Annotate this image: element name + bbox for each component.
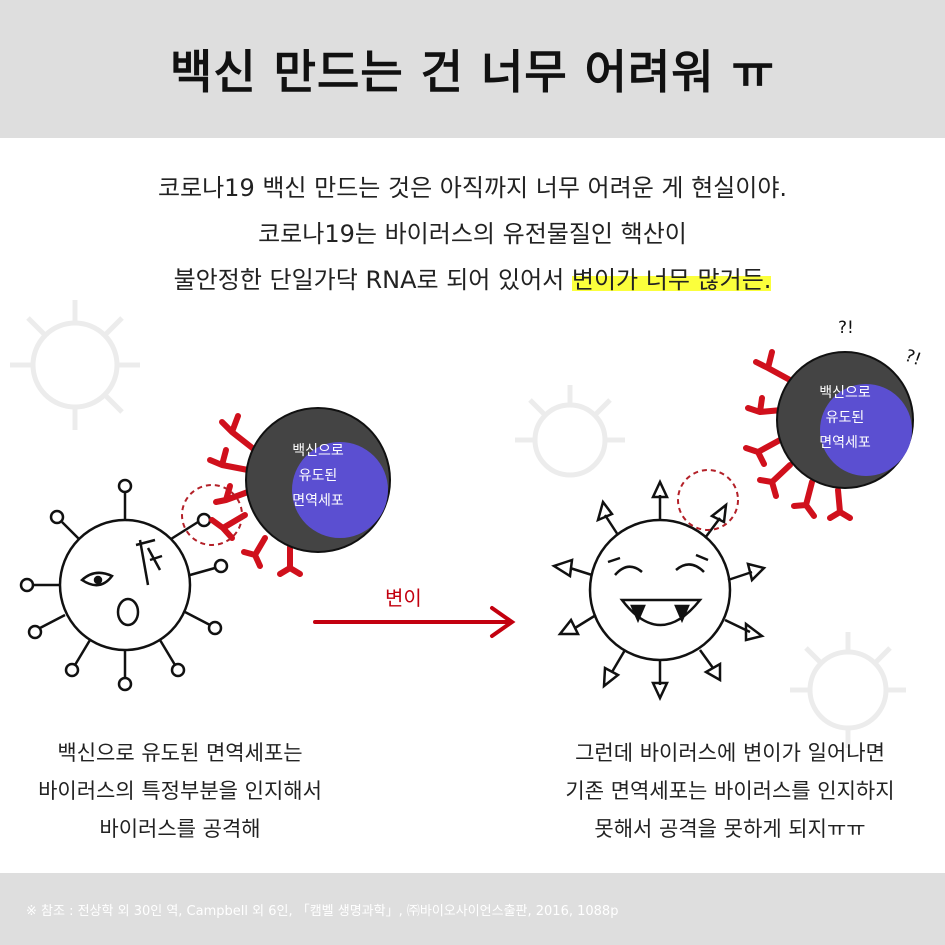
binding-site-marker	[181, 484, 243, 546]
cell-label-line-3: 면역세포	[292, 493, 344, 509]
virus-mutated-icon	[551, 479, 767, 701]
intro-line-1: 코로나19 백신 만드는 것은 아직까지 너무 어려운 게 현실이야.	[157, 174, 788, 202]
highlighted-text: 변이가 너무 많거든.	[571, 266, 772, 294]
cell-label-line-1: 백신으로	[819, 385, 871, 401]
receptor-icon	[743, 349, 853, 521]
mutation-label: 변이	[385, 586, 422, 610]
surprise-mark: ?!	[838, 318, 854, 338]
virus-left-icon	[19, 478, 229, 692]
intro-line-3: 불안정한 단일가닥 RNA로 되어 있어서 변이가 너무 많거든.	[0, 257, 945, 303]
cell-label-line-3: 면역세포	[819, 435, 871, 451]
title-banner: 백신 만드는 건 너무 어려워 ㅠ	[0, 0, 945, 138]
caption-right-line-2: 기존 면역세포는 바이러스를 인지하지	[565, 779, 895, 803]
binding-site-marker	[677, 469, 739, 531]
cell-label-line-2: 유도된	[299, 468, 338, 484]
background-virus-icon	[10, 300, 140, 430]
caption-left-line-3: 바이러스를 공격해	[99, 817, 261, 841]
immune-cell-left-icon: 백신으로 유도된 면역세포	[245, 407, 391, 553]
cell-label-line-2: 유도된	[826, 410, 865, 426]
caption-left-line-2: 바이러스의 특정부분을 인지해서	[38, 779, 322, 803]
reference-footer: ※ 참조 : 전상학 외 30인 역, Campbell 외 6인, 「캠벨 생…	[0, 873, 945, 945]
intro-line-3-text: 불안정한 단일가닥 RNA로 되어 있어서	[173, 266, 572, 294]
mutation-arrow-icon	[313, 606, 516, 638]
background-virus-icon	[515, 385, 625, 478]
caption-right-line-1: 그런데 바이러스에 변이가 일어나면	[575, 741, 885, 765]
caption-right: 그런데 바이러스에 변이가 일어나면 기존 면역세포는 바이러스를 인지하지 못…	[520, 734, 940, 848]
intro-line-2: 코로나19는 바이러스의 유전물질인 핵산이	[258, 220, 687, 248]
background-virus-icon	[790, 632, 906, 748]
illustration: 백신으로 유도된 면역세포	[10, 300, 914, 748]
caption-left-line-1: 백신으로 유도된 면역세포는	[57, 741, 303, 765]
intro-text: 코로나19 백신 만드는 것은 아직까지 너무 어려운 게 현실이야. 코로나1…	[0, 165, 945, 303]
immune-cell-right-icon: 백신으로 유도된 면역세포	[776, 351, 914, 489]
caption-left: 백신으로 유도된 면역세포는 바이러스의 특정부분을 인지해서 바이러스를 공격…	[0, 734, 360, 848]
page-title: 백신 만드는 건 너무 어려워 ㅠ	[170, 45, 775, 99]
caption-right-line-3: 못해서 공격을 못하게 되지ㅠㅠ	[594, 817, 866, 841]
cell-label-line-1: 백신으로	[292, 443, 344, 459]
reference-text: ※ 참조 : 전상학 외 30인 역, Campbell 외 6인, 「캠벨 생…	[26, 903, 619, 919]
